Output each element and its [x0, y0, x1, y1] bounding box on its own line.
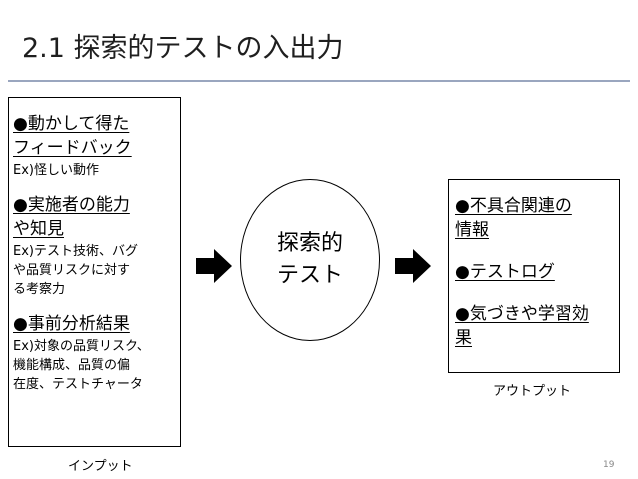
output-item-heading: ●不具合関連の 情報 — [455, 196, 572, 240]
title-divider — [8, 80, 630, 82]
input-item-heading: ●実施者の能力 や知見 — [13, 195, 130, 239]
input-caption: インプット — [68, 459, 133, 474]
input-item-example: Ex)怪しい動作 — [13, 163, 99, 178]
slide-title: 2.1 探索的テストの入出力 — [22, 33, 344, 64]
input-item-feedback: ●動かして得た フィードバック Ex)怪しい動作 — [13, 112, 176, 180]
output-item-heading: ●気づきや学習効 果 — [455, 304, 589, 348]
output-caption: アウトプット — [493, 384, 572, 399]
process-label: 探索的 テスト — [276, 231, 343, 288]
input-item-heading: ●事前分析結果 — [13, 314, 130, 334]
input-item-heading: ●動かして得た フィードバック — [13, 114, 132, 158]
right-arrow-icon — [196, 249, 232, 283]
process-circle: 探索的 テスト — [240, 179, 380, 341]
input-item-skills: ●実施者の能力 や知見 Ex)テスト技術、バグ や品質リスクに対す る考察力 — [13, 193, 176, 299]
output-item-test-log: ●テストログ — [455, 260, 615, 284]
page-number: 19 — [603, 460, 615, 470]
right-arrow-icon — [395, 249, 431, 283]
input-box: ●動かして得た フィードバック Ex)怪しい動作 ●実施者の能力 や知見 Ex)… — [8, 97, 181, 447]
output-item-defect-info: ●不具合関連の 情報 — [455, 194, 615, 242]
output-box: ●不具合関連の 情報 ●テストログ ●気づきや学習効 果 — [448, 179, 620, 373]
input-item-example: Ex)対象の品質リスク、 機能構成、品質の偏 在度、テストチャータ — [13, 339, 150, 392]
input-item-prior-analysis: ●事前分析結果 Ex)対象の品質リスク、 機能構成、品質の偏 在度、テストチャー… — [13, 312, 176, 394]
input-item-example: Ex)テスト技術、バグ や品質リスクに対す る考察力 — [13, 244, 138, 297]
output-item-heading: ●テストログ — [455, 262, 555, 282]
output-item-learning: ●気づきや学習効 果 — [455, 302, 615, 350]
